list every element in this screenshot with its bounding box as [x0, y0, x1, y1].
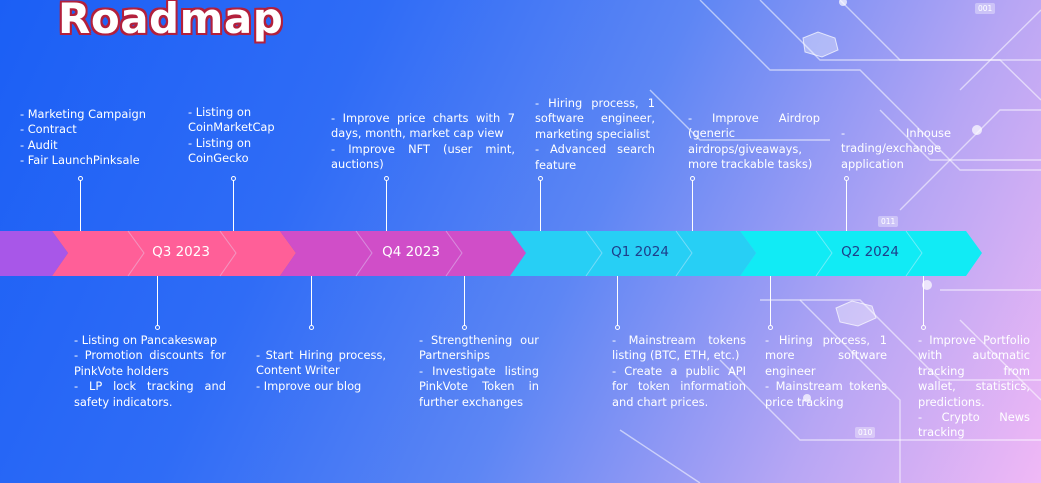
connector-dot-top-1	[78, 176, 83, 181]
connector-dot-bottom-3	[462, 325, 467, 330]
band-segment-q2-a	[740, 231, 832, 276]
band-segment-q1-a	[510, 231, 602, 276]
connector-top-6	[846, 180, 847, 231]
quarter-label-q3-2023: Q3 2023	[152, 244, 210, 260]
band-segment-q4-a	[280, 231, 372, 276]
band-segment-q4-b	[356, 231, 462, 276]
connector-top-2	[233, 180, 234, 231]
band-segment-q4-c	[446, 231, 526, 276]
connector-dot-bottom-6	[921, 325, 926, 330]
milestone-bottom-q4-2023-b: - Strengthening our Partnerships - Inves…	[419, 333, 539, 409]
connector-bottom-4	[617, 276, 618, 326]
decor-tag-001: 001	[975, 3, 996, 14]
connector-top-1	[80, 180, 81, 231]
milestone-bottom-q2-2024-b: - Improve Portfolio with automatic track…	[918, 333, 1030, 440]
connector-top-3	[386, 180, 387, 231]
quarter-label-q1-2024: Q1 2024	[611, 244, 669, 260]
band-segment-q3-a	[52, 231, 144, 276]
connector-top-5	[692, 180, 693, 231]
band-segment-q2-c	[906, 231, 982, 276]
connector-dot-bottom-1	[155, 325, 160, 330]
milestone-top-q4-2023: - Improve price charts with 7 days, mont…	[331, 111, 515, 172]
connector-dot-top-2	[231, 176, 236, 181]
page-title: Roadmap	[58, 0, 284, 43]
connector-top-4	[540, 180, 541, 231]
quarter-label-q4-2023: Q4 2023	[382, 244, 440, 260]
milestone-top-q3-2023-a: - Marketing Campaign - Contract - Audit …	[20, 107, 146, 168]
milestone-top-q3-2023-b: - Listing on CoinMarketCap - Listing on …	[188, 105, 275, 166]
milestone-bottom-q2-2024-a: - Hiring process, 1 more software engine…	[765, 333, 887, 409]
quarter-label-q2-2024: Q2 2024	[841, 244, 899, 260]
milestone-top-q1-2024: - Hiring process, 1 software engineer, m…	[535, 96, 655, 172]
connector-dot-bottom-4	[615, 325, 620, 330]
connector-dot-top-5	[690, 176, 695, 181]
milestone-bottom-q3-2023: - Listing on Pancakeswap - Promotion dis…	[74, 333, 226, 409]
connector-dot-bottom-2	[309, 325, 314, 330]
milestone-top-q2-2024-a: - Improve Airdrop (generic airdrops/give…	[688, 111, 820, 172]
band-segment-q3-b	[128, 231, 236, 276]
connector-bottom-3	[464, 276, 465, 326]
band-segment-q1-b	[586, 231, 692, 276]
connector-dot-bottom-5	[768, 325, 773, 330]
band-start-segment	[0, 231, 68, 276]
decor-tag-010: 010	[855, 427, 876, 438]
milestone-bottom-q1-2024: - Mainstream tokens listing (BTC, ETH, e…	[612, 333, 746, 409]
connector-bottom-5	[770, 276, 771, 326]
decor-tag-011: 011	[878, 216, 899, 227]
connector-bottom-2	[311, 276, 312, 326]
milestone-top-q2-2024-b: - Inhouse trading/exchange application	[841, 126, 951, 171]
connector-dot-top-4	[538, 176, 543, 181]
connector-dot-top-6	[844, 176, 849, 181]
band-segment-q3-c	[220, 231, 296, 276]
band-segment-q2-b	[816, 231, 922, 276]
connector-bottom-6	[923, 276, 924, 326]
connector-bottom-1	[157, 276, 158, 326]
band-segment-q1-c	[676, 231, 756, 276]
connector-dot-top-3	[384, 176, 389, 181]
milestone-bottom-q4-2023-a: - Start Hiring process, Content Writer -…	[256, 348, 386, 393]
